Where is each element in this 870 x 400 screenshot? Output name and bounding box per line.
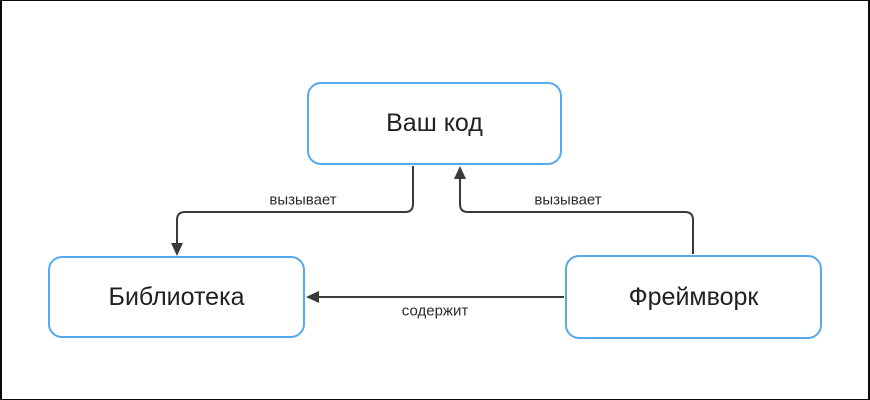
node-your-code: Ваш код — [307, 82, 562, 165]
frame-edge-right — [868, 0, 870, 400]
node-library: Библиотека — [48, 256, 305, 338]
edge-label-contains: содержит — [399, 302, 471, 320]
frame-edge-left — [0, 0, 2, 400]
arrowhead-up-icon — [454, 166, 466, 179]
frame-edge-top — [0, 0, 870, 1]
edge-yourcode-to-library — [171, 166, 414, 256]
edge-framework-to-library — [306, 291, 564, 303]
arrowhead-left-icon — [306, 291, 319, 303]
node-your-code-label: Ваш код — [386, 109, 483, 137]
edge-framework-to-yourcode — [454, 166, 694, 254]
node-framework-label: Фреймворк — [628, 282, 759, 311]
node-framework: Фреймворк — [565, 255, 822, 339]
edge-label-calls-right: вызывает — [532, 191, 604, 209]
arrowhead-down-icon — [171, 243, 183, 256]
node-library-label: Библиотека — [108, 282, 245, 311]
edge-label-calls-left: вызывает — [267, 191, 339, 209]
